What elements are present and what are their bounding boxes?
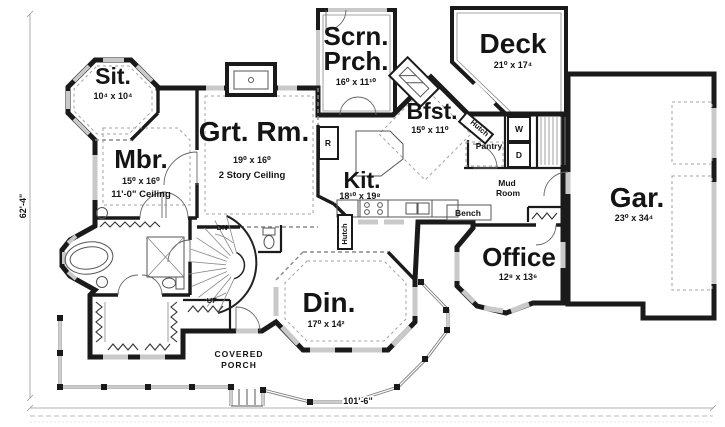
master-bath [64, 207, 185, 290]
garage [565, 71, 717, 321]
room-dims-gar: 23⁰ x 34⁴ [615, 213, 653, 223]
room-label-din: Din. [303, 287, 356, 318]
room-dims-deck: 21⁰ x 17⁴ [494, 60, 532, 70]
dimension-left: 62'-4" [18, 194, 28, 218]
stairs-up-label: UP [207, 296, 217, 305]
porch-entry-steps [231, 389, 263, 407]
stairs-dn-label: DN [217, 223, 228, 232]
room-label-office: Office [482, 242, 556, 272]
corner-fireplace [387, 55, 441, 109]
closet-rods [95, 212, 558, 351]
toilet-bath [162, 276, 185, 290]
kitchen-island [355, 130, 404, 177]
room-note-mbr: 11'-0" Ceiling [111, 189, 171, 200]
refrigerator [318, 126, 339, 160]
dryer-label: D [516, 150, 522, 160]
dimension-bottom: 101'-6" [343, 396, 372, 406]
cooktop [359, 199, 389, 218]
washer [507, 116, 531, 142]
kitchen-counters [318, 126, 459, 218]
room-dims-bfst: 15⁰ x 11⁰ [411, 125, 448, 135]
range-label: R [325, 138, 331, 148]
covered-porch-label-1: COVERED [214, 349, 263, 359]
covered-porch-rail [57, 279, 450, 407]
sink-2 [96, 276, 108, 288]
room-dims-office: 12⁸ x 13⁶ [499, 272, 537, 282]
overall-dimensions: 62'-4" 101'-6" [17, 192, 375, 407]
fireplace [225, 62, 277, 97]
bench-label: Bench [455, 208, 481, 218]
laundry-closet [507, 116, 531, 168]
toilet-powder [262, 227, 276, 249]
room-note-grt: 2 Story Ceiling [219, 170, 286, 181]
room-dims-kit: 18¹⁰ x 19⁸ [339, 191, 380, 201]
deck-opening [472, 82, 496, 106]
covered-porch-label-2: PORCH [221, 360, 257, 370]
sink-1 [96, 207, 108, 219]
porch-posts [57, 279, 450, 405]
shower [146, 236, 185, 278]
interior-walls [90, 88, 568, 331]
room-label-grt: Grt. Rm. [199, 116, 309, 147]
room-dims-mbr: 15⁰ x 16⁰ [122, 176, 160, 186]
room-label-deck: Deck [480, 28, 547, 59]
hutch-label-kitchen: Hutch [340, 223, 349, 245]
room-label-kit: Kit. [343, 167, 380, 193]
room-dims-grt: 19⁰ x 16⁰ [233, 155, 271, 165]
hutch-cabinet-kitchen [337, 214, 353, 250]
room-label-scrn-2: Prch. [323, 46, 388, 76]
porch-door-arc [325, 9, 347, 31]
door-arcs [117, 96, 569, 332]
dryer [507, 142, 531, 168]
stair-down-arrow [214, 233, 234, 244]
room-dims-sit: 10⁴ x 10⁴ [94, 91, 133, 101]
stair-up-arrow [205, 292, 227, 301]
garage-stall-1 [671, 101, 713, 165]
room-label-sit: Sit. [95, 63, 131, 89]
garage-steps [540, 117, 566, 165]
room-label-mbr: Mbr. [114, 144, 167, 174]
room-dims-din: 17⁰ x 14² [308, 319, 345, 329]
bench-seat [446, 204, 492, 221]
small-labels: Pantry Mud Room Bench Hutch Hutch DN UP … [207, 118, 524, 370]
windows [62, 58, 571, 360]
mud-room-label-2: Room [496, 188, 521, 198]
room-dims-scrn: 16⁰ x 11¹⁰ [336, 77, 376, 87]
kitchen-sink [405, 202, 430, 215]
bathtub [64, 241, 114, 275]
dimension-lines [26, 10, 717, 423]
room-label-gar: Gar. [610, 182, 664, 213]
mud-room-label-1: Mud [498, 178, 515, 188]
room-label-scrn-1: Scrn. [323, 21, 388, 51]
screen-porch [316, 8, 397, 119]
washer-label: W [515, 124, 524, 134]
hutch-cabinet-pantry [457, 111, 495, 145]
staircase [188, 214, 258, 314]
room-labels: Sit. 10⁴ x 10⁴ Mbr. 15⁰ x 16⁰ 11'-0" Cei… [94, 21, 665, 329]
pantry-label: Pantry [476, 141, 503, 151]
room-label-bfst: Bfst. [406, 98, 457, 124]
